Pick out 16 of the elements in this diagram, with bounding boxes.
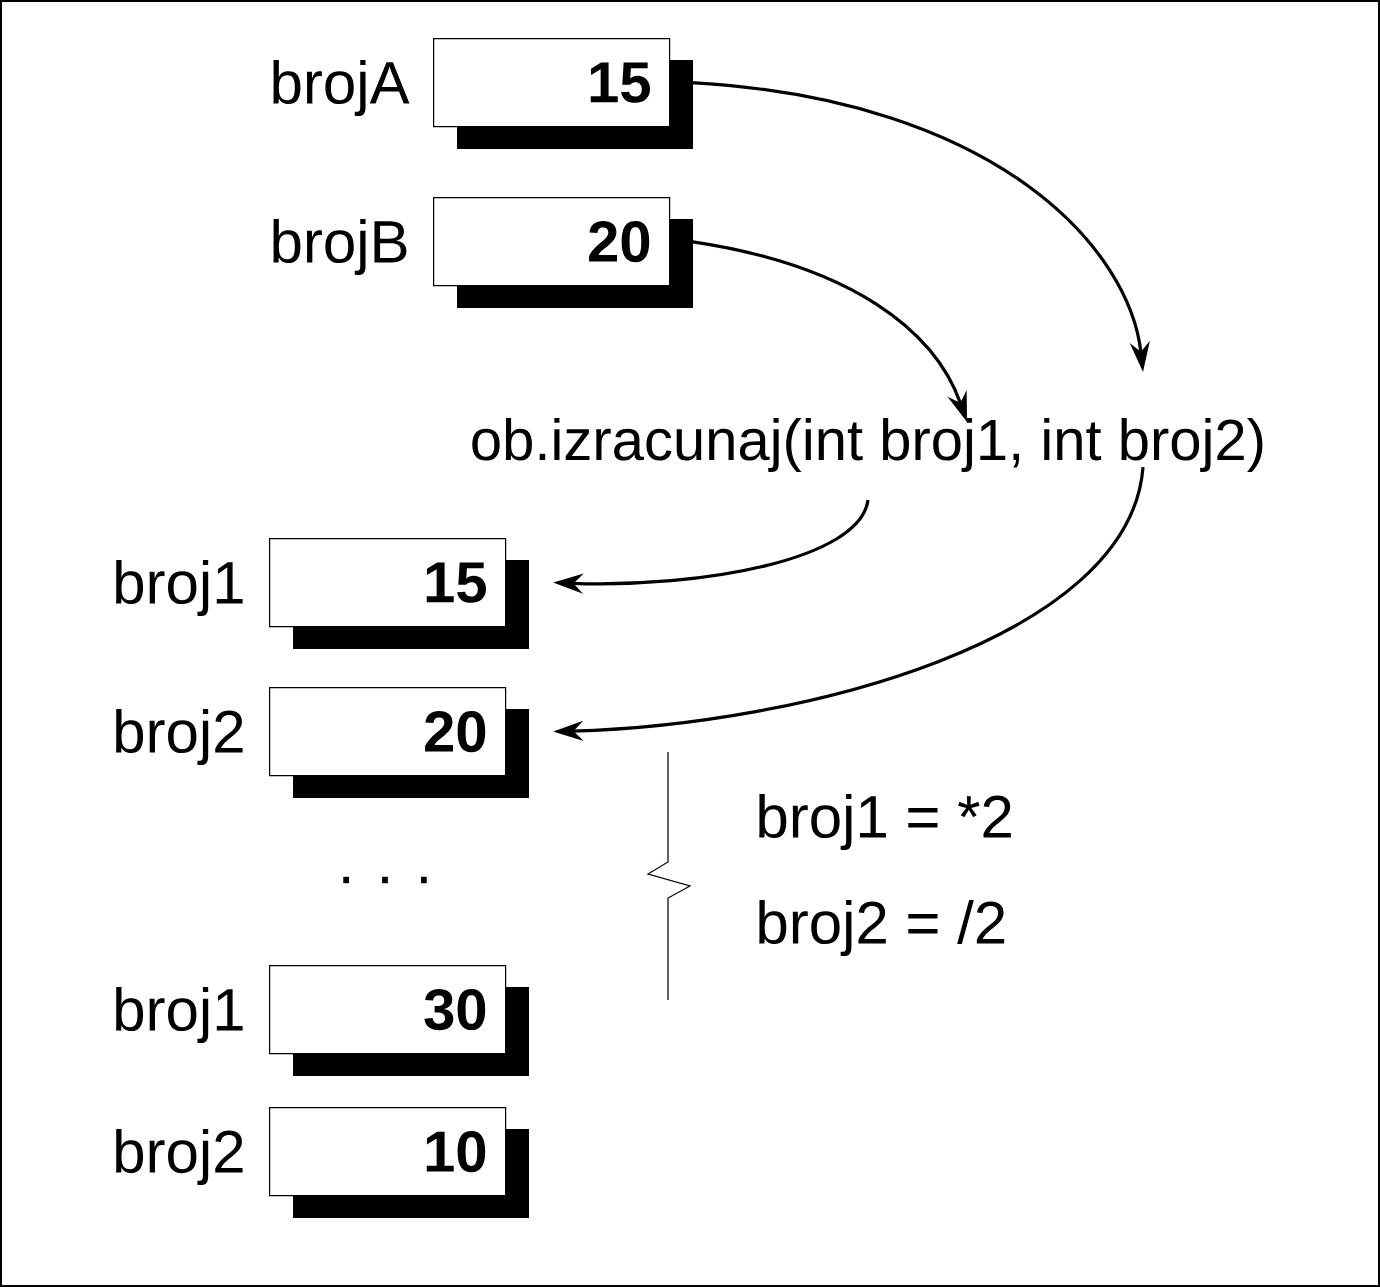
value-box: 30: [269, 965, 529, 1076]
value-box: 15: [269, 538, 529, 649]
note-text: broj2 = /2: [759, 900, 1005, 956]
ellipsis: . . .: [343, 876, 427, 884]
note-text: broj1 = *2: [759, 794, 1011, 850]
variable-name: broj1: [116, 560, 243, 616]
variable-name: brojB: [273, 219, 407, 275]
variable-name: broj2: [116, 1129, 243, 1185]
variable-name: broj1: [116, 987, 243, 1043]
value-box: 10: [269, 1107, 529, 1218]
variable-name: broj2: [116, 709, 243, 765]
value-box: 20: [269, 687, 529, 798]
method-call-text: ob.izracunaj(int broj1, int broj2): [472, 418, 1263, 473]
variable-name: brojA: [273, 60, 410, 116]
value-box: 15: [433, 38, 693, 149]
value-box: 20: [433, 197, 693, 308]
